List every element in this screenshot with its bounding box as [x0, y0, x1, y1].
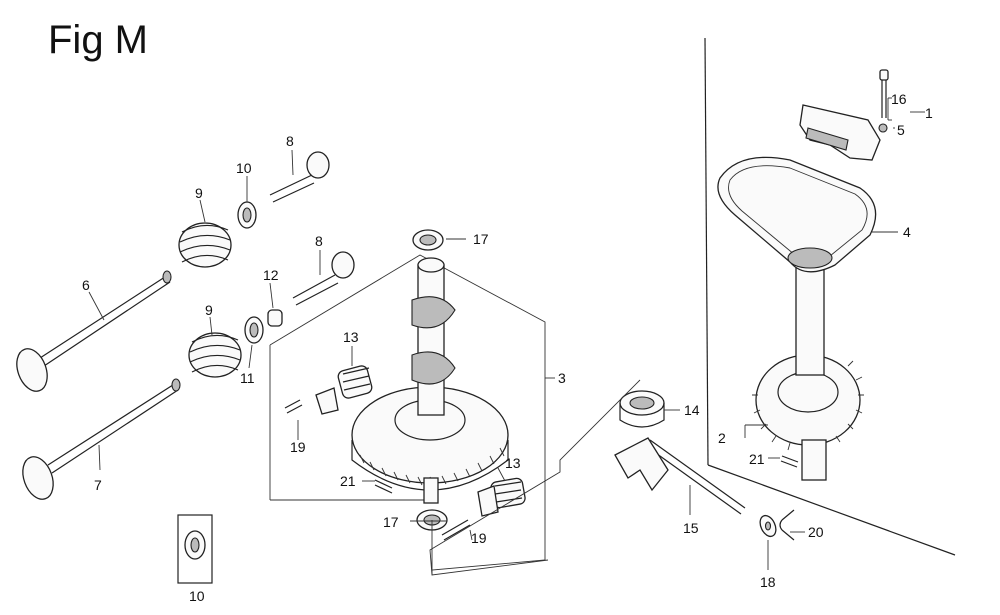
- label-12: 12: [263, 267, 279, 283]
- label-3: 3: [558, 370, 566, 386]
- tappet-upper[interactable]: [269, 151, 330, 203]
- label-5: 5: [897, 122, 905, 138]
- label-20: 20: [808, 524, 824, 540]
- label-17-lower: 17: [383, 514, 399, 530]
- governor-slider[interactable]: [619, 390, 665, 428]
- decompressor-pin-lower[interactable]: [441, 519, 471, 541]
- label-10-inset: 10: [189, 588, 205, 604]
- label-1: 1: [925, 105, 933, 121]
- label-21-right: 21: [749, 451, 765, 467]
- label-11: 11: [240, 370, 255, 386]
- exhaust-valve[interactable]: [17, 378, 181, 503]
- decompressor-arm[interactable]: [315, 387, 339, 415]
- label-8-upper: 8: [286, 133, 294, 149]
- retainer-detail-inset: [177, 514, 213, 584]
- leader-lines: [88, 97, 925, 570]
- label-8-lower: 8: [315, 233, 323, 249]
- label-4: 4: [903, 224, 911, 240]
- label-6: 6: [82, 277, 90, 293]
- label-13-lower: 13: [505, 455, 521, 471]
- valve-spring-upper[interactable]: [178, 222, 232, 268]
- label-14: 14: [684, 402, 700, 418]
- governor-weight-upper[interactable]: [337, 365, 373, 400]
- weight-link[interactable]: [477, 485, 499, 517]
- tappet-lower[interactable]: [292, 251, 355, 306]
- balancer-assembly[interactable]: [717, 156, 877, 481]
- label-9-upper: 9: [195, 185, 203, 201]
- retaining-clip[interactable]: [779, 509, 795, 541]
- camshaft-bushing-top[interactable]: [412, 229, 444, 251]
- label-10-upper: 10: [236, 160, 252, 176]
- label-18: 18: [760, 574, 776, 590]
- intake-valve[interactable]: [11, 270, 172, 395]
- shaft-washer[interactable]: [757, 513, 779, 539]
- label-2: 2: [718, 430, 726, 446]
- label-19-lower: 19: [471, 530, 487, 546]
- part-numbers: 1 2 3 4 5 6 7 8 8 9 9 10 10 11 12 13 13 …: [82, 91, 933, 604]
- governor-fork-shaft[interactable]: [614, 437, 746, 515]
- camshaft-gear[interactable]: [351, 257, 509, 504]
- assembly-pin[interactable]: [780, 455, 799, 468]
- valve-rotator[interactable]: [267, 309, 283, 327]
- slider-bracket: [429, 379, 641, 576]
- spring-retainer[interactable]: [237, 201, 257, 229]
- figure-title: Fig M: [48, 18, 148, 62]
- label-9-lower: 9: [205, 302, 213, 318]
- spring-retainer-lower[interactable]: [244, 316, 264, 344]
- label-17-upper: 17: [473, 231, 489, 247]
- governor-pin[interactable]: [374, 479, 393, 494]
- weight-cover[interactable]: [799, 104, 888, 161]
- valve-spring-lower[interactable]: [188, 332, 242, 378]
- label-7: 7: [94, 477, 102, 493]
- label-16: 16: [891, 91, 907, 107]
- assembly-panel-border: [704, 37, 956, 556]
- decompressor-pin-upper[interactable]: [284, 399, 303, 414]
- label-19-upper: 19: [290, 439, 306, 455]
- cover-bolt[interactable]: [879, 69, 889, 118]
- label-21-left: 21: [340, 473, 356, 489]
- label-13-upper: 13: [343, 329, 359, 345]
- label-15: 15: [683, 520, 699, 536]
